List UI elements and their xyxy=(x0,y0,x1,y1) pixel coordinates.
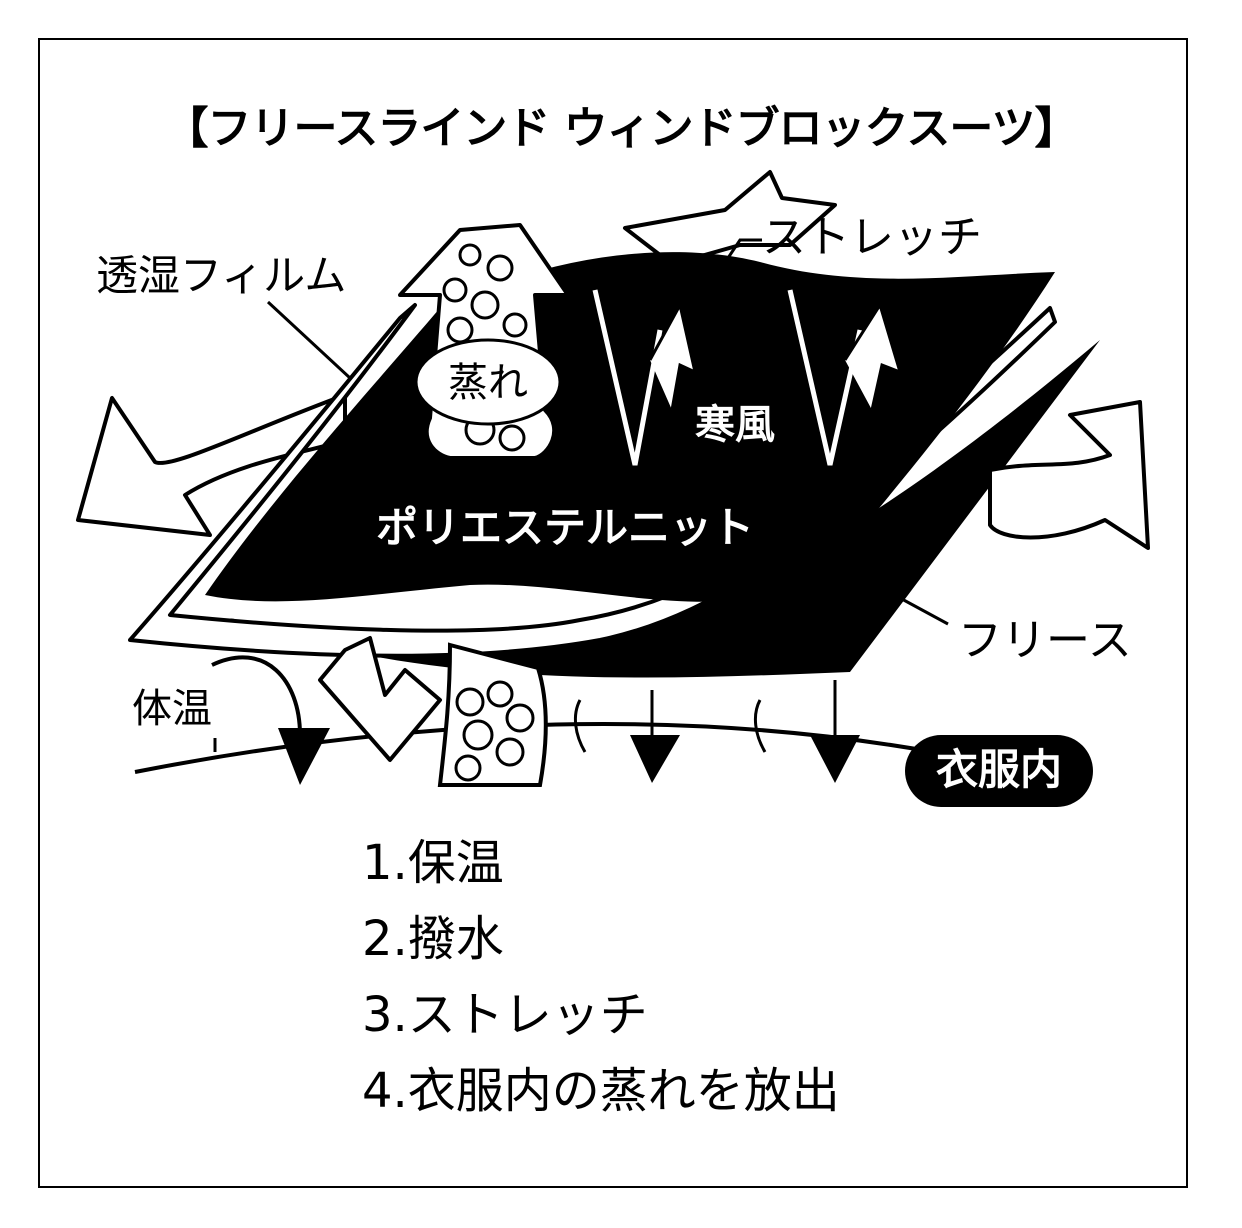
stretch-leader xyxy=(726,238,762,259)
body-heat-arrowhead-1 xyxy=(278,728,330,785)
skin-line xyxy=(134,722,1001,774)
steam-label-bubble xyxy=(414,338,562,426)
polyester-knit-label: ポリエステルニット xyxy=(376,503,754,552)
stretch-arrow-left xyxy=(76,393,347,537)
stretch-arrow-top xyxy=(623,170,837,264)
inside-clothing-badge xyxy=(905,735,1093,807)
feature-item: 2.撥水 xyxy=(362,911,504,967)
stretch-label: ストレッチ xyxy=(762,212,982,263)
cold-wind-arrow-down xyxy=(318,636,442,762)
inside-clothing-label: 衣服内 xyxy=(936,745,1062,794)
body-heat-arrowhead-2 xyxy=(630,735,680,783)
fleece-leader xyxy=(899,596,949,626)
steam-label: 蒸れ xyxy=(448,360,528,406)
body-heat-curve xyxy=(211,655,302,736)
membrane-label: 透湿フィルム xyxy=(96,251,346,300)
cold-wind-arrow-left xyxy=(648,300,698,411)
body-heat-label: 体温 xyxy=(132,686,212,732)
diagram-title: 【フリースラインド ウィンドブロックスーツ】 xyxy=(164,103,1079,154)
feature-item: 4.衣服内の蒸れを放出 xyxy=(362,1063,840,1119)
cold-wind-v-right xyxy=(787,289,863,466)
steam-column-inside xyxy=(437,642,548,787)
heat-loop-2 xyxy=(753,699,767,753)
heat-loop-1 xyxy=(573,699,587,753)
feature-item: 1.保温 xyxy=(362,835,504,891)
fleece-label: フリース xyxy=(958,615,1132,666)
feature-list: 1.保温 2.撥水 3.ストレッチ 4.衣服内の蒸れを放出 xyxy=(362,825,840,1129)
membrane-leader xyxy=(266,300,352,380)
fleece-layer xyxy=(230,340,1100,678)
feature-item: 3.ストレッチ xyxy=(362,987,648,1043)
polyester-knit-layer xyxy=(205,252,1055,602)
cold-wind-v-left xyxy=(592,289,663,466)
cold-wind-label: 寒風 xyxy=(695,402,775,448)
stretch-arrow-right xyxy=(988,400,1150,550)
diagram-frame xyxy=(38,38,1188,1188)
body-heat-arrowhead-3 xyxy=(810,735,860,783)
cold-wind-arrow-right xyxy=(843,301,903,411)
